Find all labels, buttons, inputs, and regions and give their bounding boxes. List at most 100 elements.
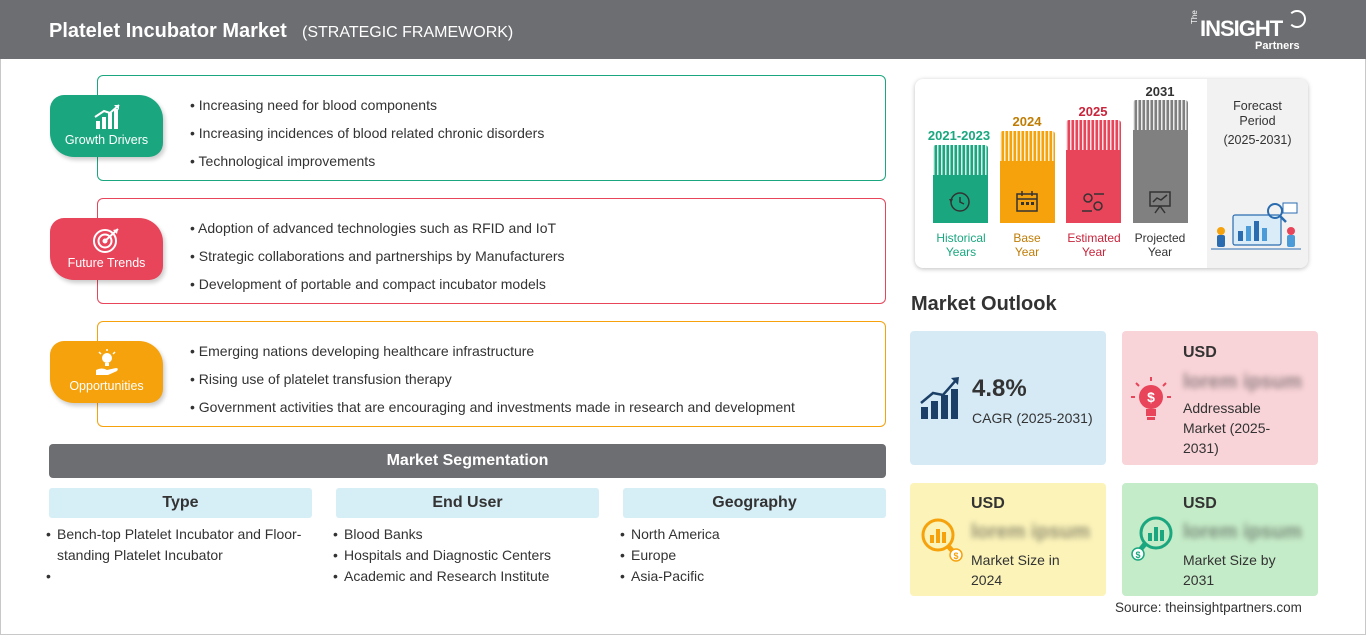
forecast-period-years: (2025-2031) (1223, 133, 1292, 147)
projected-caption-line1: Projected (1134, 231, 1186, 245)
bar-stripes (933, 145, 988, 175)
page-title: Platelet Incubator Market (49, 20, 287, 42)
opportunities-label: Opportunities (69, 379, 144, 393)
size-2024-currency: USD (971, 495, 1005, 512)
logo-partners: Partners (1255, 40, 1300, 52)
growth-bars-icon (920, 377, 959, 419)
cagr-description: CAGR (2025-2031) (972, 410, 1093, 426)
addressable-desc-line3: 2031) (1183, 440, 1219, 456)
estimated-caption-line1: Estimated (1067, 231, 1121, 245)
timeline-panel: 2021-2023 Historical Years 2024 Base Yea… (915, 79, 1308, 268)
cagr-tile: 4.8% CAGR (2025-2031) (910, 331, 1106, 465)
size-2031-desc-line1: Market Size by (1183, 552, 1276, 568)
market-outlook-title: Market Outlook (911, 293, 1057, 315)
dollar-lightbulb-icon: $ (1131, 377, 1171, 420)
list-item: Emerging nations developing healthcare i… (190, 342, 795, 370)
list-item: Europe (620, 545, 880, 566)
growth-drivers-list: Increasing need for blood components Inc… (190, 96, 545, 180)
addressable-currency: USD (1183, 344, 1217, 361)
svg-text:$: $ (1147, 389, 1155, 405)
historical-caption-line2: Years (945, 245, 977, 259)
list-item: Rising use of platelet transfusion thera… (190, 370, 795, 398)
list-item: Bench-top Platelet Incubator and Floor-s… (46, 524, 316, 566)
forecast-title-line2: Period (1239, 114, 1276, 128)
projected-caption: Projected Year (1120, 231, 1200, 259)
segment-type-heading: Type (49, 488, 312, 518)
projected-bar (1133, 100, 1188, 223)
historical-year-label: 2021-2023 (927, 128, 991, 143)
list-item: North America (620, 524, 880, 545)
growth-drivers-card: Increasing need for blood components Inc… (97, 75, 886, 181)
addressable-description: Addressable Market (2025- 2031) (1183, 398, 1270, 458)
addressable-desc-line1: Addressable (1183, 400, 1261, 416)
addressable-desc-line2: Market (2025- (1183, 420, 1271, 436)
size-2031-description: Market Size by 2031 (1183, 550, 1276, 590)
market-size-2024-tile: $ USD lorem ipsum Market Size in 2024 (910, 483, 1106, 596)
historical-caption-line1: Historical (936, 231, 986, 245)
size-2024-desc-line2: 2024 (971, 572, 1003, 588)
market-segmentation-header: Market Segmentation (49, 444, 886, 478)
header-bar: Platelet Incubator Market (STRATEGIC FRA… (0, 0, 1366, 59)
segment-geography-list: North America Europe Asia-Pacific (620, 524, 880, 587)
list-item: Government activities that are encouragi… (190, 398, 795, 426)
opportunities-badge: Opportunities (50, 341, 163, 403)
base-caption-line2: Year (1014, 245, 1040, 259)
size-2031-desc-line2: 2031 (1183, 572, 1215, 588)
presentation-board-icon (1149, 191, 1171, 214)
addressable-market-tile: $ USD lorem ipsum Addressable Market (20… (1122, 331, 1318, 465)
market-size-2031-tile: $ USD lorem ipsum Market Size by 2031 (1122, 483, 1318, 596)
bar-stripes (1133, 100, 1188, 130)
insight-partners-logo[interactable]: The INSIGHT Partners (1190, 10, 1310, 54)
segment-end-user-list: Blood Banks Hospitals and Diagnostic Cen… (333, 524, 603, 587)
future-trends-label: Future Trends (67, 256, 146, 270)
list-item: Strategic collaborations and partnership… (190, 247, 565, 275)
logo-swoosh-icon (1288, 10, 1306, 28)
estimated-bar (1066, 120, 1121, 223)
history-clock-icon (949, 192, 970, 212)
future-trends-card: Adoption of advanced technologies such a… (97, 198, 886, 304)
list-item: Hospitals and Diagnostic Centers (333, 545, 603, 566)
list-item: Technological improvements (190, 152, 544, 180)
projected-caption-line2: Year (1147, 245, 1173, 259)
svg-text:$: $ (953, 551, 958, 561)
size-2031-value: lorem ipsum (1183, 521, 1302, 543)
logo-insight: INSIGHT (1200, 16, 1283, 41)
estimated-caption-line2: Year (1081, 245, 1107, 259)
segment-end-user-heading: End User (336, 488, 599, 518)
addressable-value: lorem ipsum (1183, 371, 1302, 393)
list-item: Blood Banks (333, 524, 603, 545)
cagr-value: 4.8% (972, 375, 1027, 402)
list-item: Academic and Research Institute (333, 566, 603, 587)
size-2024-description: Market Size in 2024 (971, 550, 1060, 590)
segment-geography-heading: Geography (623, 488, 886, 518)
estimated-caption: Estimated Year (1054, 231, 1134, 259)
growth-drivers-badge: Growth Drivers (50, 95, 163, 157)
list-item (46, 566, 316, 587)
base-caption: Base Year (987, 231, 1067, 259)
size-2024-desc-line1: Market Size in (971, 552, 1060, 568)
size-2024-value: lorem ipsum (971, 521, 1090, 543)
list-item: Increasing need for blood components (190, 96, 544, 124)
analytics-team-illustration-icon (1211, 202, 1301, 250)
growth-drivers-label: Growth Drivers (64, 133, 149, 147)
bar-stripes (1000, 131, 1055, 161)
forecast-period-title: Forecast Period (1207, 99, 1308, 129)
estimated-year-label: 2025 (1078, 104, 1108, 119)
magnifier-chart-icon: $ (1131, 516, 1173, 561)
size-2031-currency: USD (1183, 495, 1217, 512)
opportunities-card: Emerging nations developing healthcare i… (97, 321, 886, 427)
svg-text:$: $ (1135, 550, 1140, 560)
forecast-title-line1: Forecast (1233, 99, 1282, 113)
future-trends-badge: Future Trends (50, 218, 163, 280)
base-year-label: 2024 (1012, 114, 1042, 129)
target-icon (92, 228, 119, 253)
logo-the: The (1190, 10, 1199, 24)
list-item: Development of portable and compact incu… (190, 275, 565, 303)
future-trends-list: Adoption of advanced technologies such a… (190, 219, 565, 303)
growth-chart-icon (93, 104, 120, 129)
base-bar (1000, 131, 1055, 223)
base-caption-line1: Base (1013, 231, 1041, 245)
segment-type-list: Bench-top Platelet Incubator and Floor-s… (46, 524, 316, 587)
magnifier-chart-icon: $ (921, 518, 963, 562)
historical-caption: Historical Years (921, 231, 1001, 259)
